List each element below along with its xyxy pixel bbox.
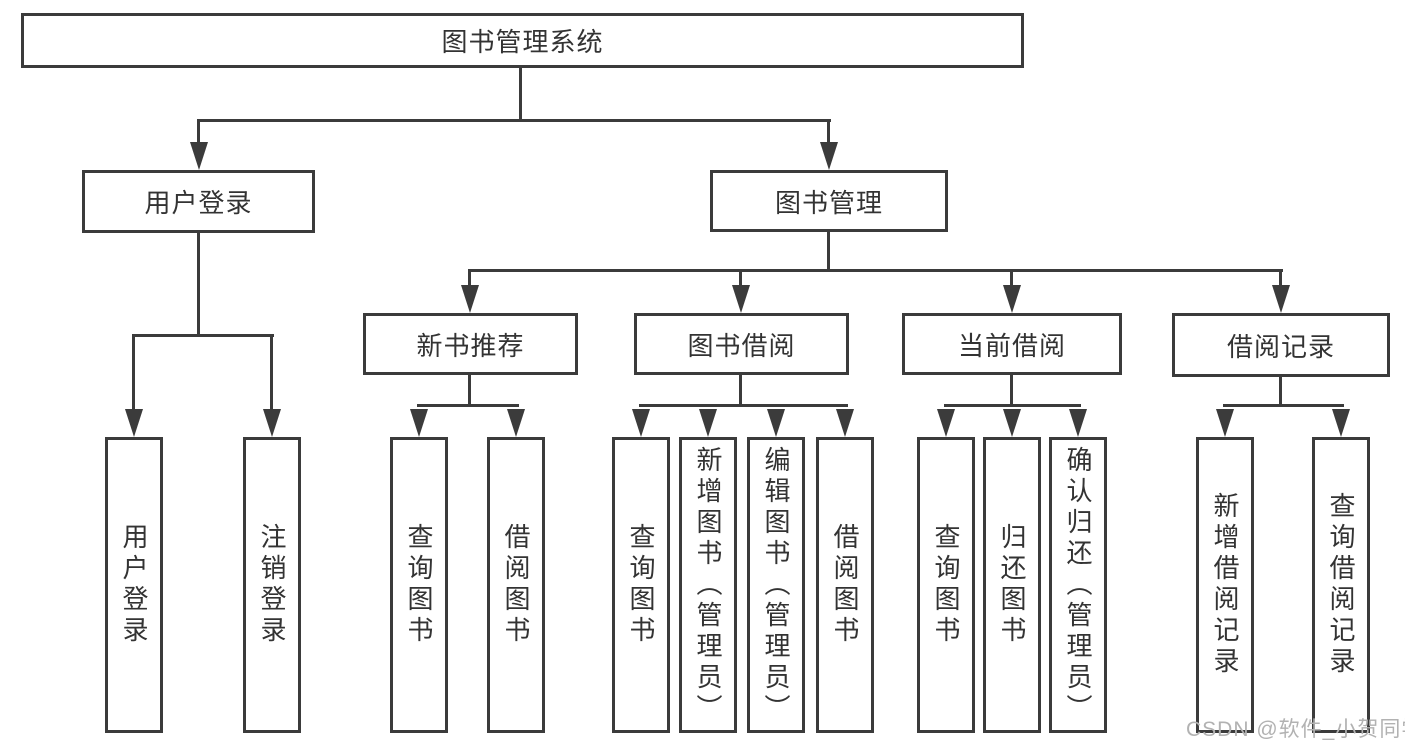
leaf-query-books-borrow-label: 查询图书 [626,523,656,647]
arrow-down-icon [1003,409,1021,437]
leaf-user-login-label: 用户登录 [119,523,149,647]
leaf-borrow-books-recommend-label: 借阅图书 [501,523,531,647]
node-current-borrow-label: 当前借阅 [957,330,1066,361]
connector-line [1223,404,1344,407]
leaf-logout: 注销登录 [243,437,301,733]
leaf-add-book-admin-label: 新增图书（管理员） [693,445,723,725]
connector-line [468,375,471,406]
node-current-borrow: 当前借阅 [902,313,1122,375]
connector-line [1279,271,1282,287]
connector-line [639,404,848,407]
arrow-down-icon [836,409,854,437]
connector-line [197,121,200,145]
arrow-down-icon [125,409,143,437]
arrow-down-icon [263,409,281,437]
node-root: 图书管理系统 [21,13,1024,68]
connector-line [132,334,274,337]
leaf-confirm-return-admin-label: 确认归还（管理员） [1063,445,1093,725]
node-book-borrow-label: 图书借阅 [687,330,796,361]
connector-line [197,233,200,336]
arrow-down-icon [410,409,428,437]
arrow-down-icon [1003,285,1021,313]
leaf-query-borrow-record: 查询借阅记录 [1312,437,1370,733]
watermark: CSDN @软件_小贺同学 [1186,718,1405,741]
connector-line [270,336,273,411]
arrow-down-icon [1332,409,1350,437]
arrow-down-icon [699,409,717,437]
connector-line [1010,271,1013,287]
node-root-label: 图书管理系统 [441,27,604,57]
connector-line [739,375,742,406]
leaf-query-borrow-record-label: 查询借阅记录 [1326,492,1356,678]
leaf-logout-label: 注销登录 [257,523,287,647]
leaf-user-login: 用户登录 [105,437,163,733]
node-user-login-label: 用户登录 [144,188,253,218]
arrow-down-icon [461,285,479,313]
leaf-query-books-recommend-label: 查询图书 [404,523,434,647]
connector-line [468,271,471,287]
leaf-query-books-recommend: 查询图书 [390,437,448,733]
connector-line [197,119,831,122]
arrow-down-icon [1216,409,1234,437]
leaf-return-book-label: 归还图书 [997,523,1027,647]
leaf-return-book: 归还图书 [983,437,1041,733]
arrow-down-icon [1069,409,1087,437]
connector-line [739,271,742,287]
node-book-management-label: 图书管理 [774,187,883,218]
leaf-confirm-return-admin: 确认归还（管理员） [1049,437,1107,733]
connector-line [417,404,519,407]
node-borrow-records: 借阅记录 [1172,313,1390,377]
arrow-down-icon [732,285,750,313]
connector-line [1010,375,1013,406]
arrow-down-icon [507,409,525,437]
arrow-down-icon [767,409,785,437]
leaf-borrow-books-label: 借阅图书 [830,523,860,647]
leaf-query-books-current-label: 查询图书 [931,523,961,647]
leaf-borrow-books: 借阅图书 [816,437,874,733]
connector-line [519,68,522,121]
leaf-edit-book-admin-label: 编辑图书（管理员） [761,445,791,725]
leaf-edit-book-admin: 编辑图书（管理员） [747,437,805,733]
arrow-down-icon [937,409,955,437]
connector-line [468,269,1283,272]
leaf-add-book-admin: 新增图书（管理员） [679,437,737,733]
node-book-management: 图书管理 [710,170,948,232]
node-borrow-records-label: 借阅记录 [1226,331,1335,362]
node-new-book-recommend: 新书推荐 [363,313,578,375]
leaf-add-borrow-record-label: 新增借阅记录 [1210,492,1240,678]
connector-line [944,404,1081,407]
connector-line [827,232,830,271]
node-new-book-recommend-label: 新书推荐 [416,330,525,361]
connector-line [827,121,830,145]
connector-line [1279,376,1282,406]
arrow-down-icon [820,142,838,170]
leaf-query-books-current: 查询图书 [917,437,975,733]
leaf-query-books-borrow: 查询图书 [612,437,670,733]
connector-line [132,336,135,411]
leaf-add-borrow-record: 新增借阅记录 [1196,437,1254,733]
arrow-down-icon [190,142,208,170]
node-user-login: 用户登录 [82,170,315,233]
leaf-borrow-books-recommend: 借阅图书 [487,437,545,733]
arrow-down-icon [1272,285,1290,313]
arrow-down-icon [632,409,650,437]
node-book-borrow: 图书借阅 [634,313,849,375]
